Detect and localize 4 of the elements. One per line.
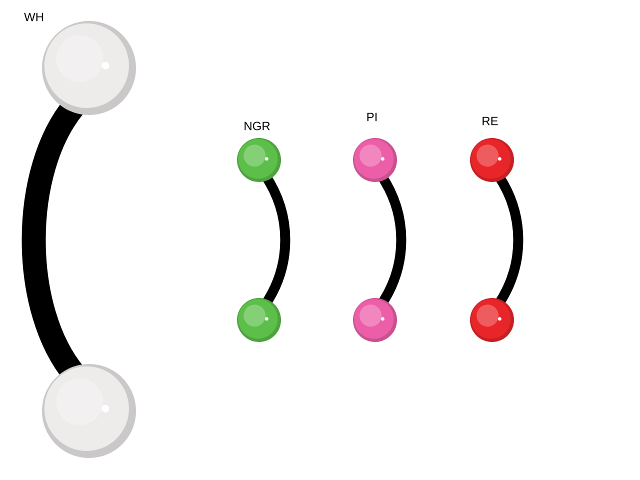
color-code-label: PI bbox=[367, 112, 377, 122]
color-code-label: WH bbox=[24, 12, 44, 22]
color-code-label: RE bbox=[482, 116, 498, 126]
color-code-label: NGR bbox=[244, 122, 270, 130]
